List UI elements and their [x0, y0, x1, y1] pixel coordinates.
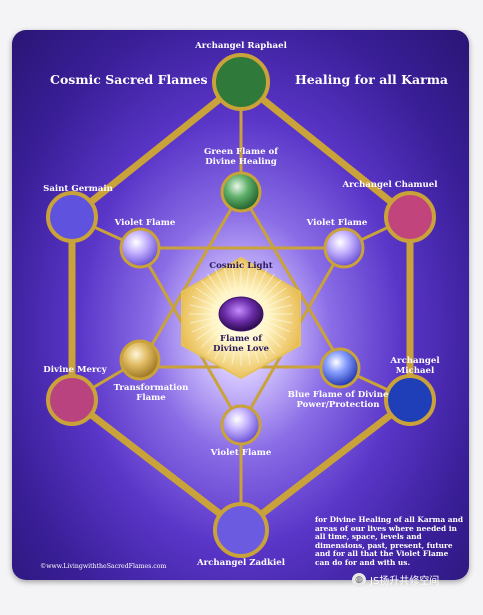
center-ray	[263, 320, 291, 333]
heart-flame-gem	[218, 296, 264, 332]
center-ray	[244, 332, 251, 366]
center-ray	[261, 323, 287, 341]
center-ray	[195, 287, 221, 305]
wechat-icon: ◍	[352, 572, 366, 587]
center-ray	[195, 323, 221, 341]
label-green-flame: Green Flame of Divine Healing	[204, 147, 278, 167]
label-archangel-michael: Archangel Michael	[390, 356, 440, 376]
label-archangel-chamuel: Archangel Chamuel	[342, 180, 438, 190]
center-ray	[244, 262, 251, 296]
center-ray	[248, 264, 260, 297]
center-ray	[222, 264, 234, 297]
label-archangel-zadkiel: Archangel Zadkiel	[196, 558, 286, 568]
label-blue-flame: Blue Flame of Divine Power/Protection	[287, 390, 389, 410]
center-ray	[259, 325, 282, 348]
circle-archangel-raphael	[212, 53, 270, 111]
center-ray	[189, 316, 218, 324]
center-ray	[191, 320, 219, 333]
center-ray	[263, 295, 291, 308]
center-ray	[207, 273, 226, 300]
circle-archangel-chamuel	[384, 191, 436, 243]
center-ray	[248, 331, 260, 364]
circle-archangel-zadkiel	[213, 502, 269, 558]
label-violet-flame-bottom: Violet Flame	[210, 448, 272, 458]
center-ray	[259, 280, 282, 303]
center-ray	[191, 295, 219, 308]
label-cosmic-light: Cosmic Light	[209, 261, 273, 271]
circle-archangel-michael	[384, 374, 436, 426]
center-rays	[189, 262, 293, 366]
circle-blue-flame	[319, 347, 361, 389]
header-right-title: Healing for all Karma	[295, 72, 449, 87]
center-ray	[214, 330, 230, 360]
center-ray	[256, 328, 275, 355]
circle-green-flame	[220, 171, 262, 213]
center-ray	[231, 262, 238, 296]
center-ray	[252, 330, 268, 360]
circle-transformation-flame	[119, 339, 161, 381]
circle-saint-germain	[46, 191, 98, 243]
label-violet-flame-right: Violet Flame	[306, 218, 368, 228]
label-transformation-flame: Transformation Flame	[113, 383, 189, 403]
center-ray	[264, 304, 293, 312]
label-divine-mercy: Divine Mercy	[43, 365, 107, 375]
header-left-title: Cosmic Sacred Flames	[50, 72, 208, 87]
center-ray	[222, 331, 234, 364]
label-saint-germain: Saint Germain	[43, 184, 113, 194]
center-ray	[261, 287, 287, 305]
label-flame-of-divine-love: Flame of Divine Love	[213, 334, 269, 354]
circle-divine-mercy	[46, 374, 98, 426]
label-archangel-raphael: Archangel Raphael	[195, 41, 287, 51]
watermark-text: JS扬升共修空间	[370, 576, 440, 587]
center-ray	[264, 316, 293, 324]
center-ray	[256, 273, 275, 300]
circle-violet-flame-right	[323, 227, 365, 269]
center-ray	[200, 325, 223, 348]
copyright-text: ©www.LivingwiththeSacredFlames.com	[40, 563, 167, 570]
circle-violet-flame-bottom	[220, 404, 262, 446]
label-violet-flame-left: Violet Flame	[114, 218, 176, 228]
center-ray	[231, 332, 238, 366]
footnote-text: for Divine Healing of all Karma and area…	[315, 515, 464, 567]
center-ray	[214, 268, 230, 298]
center-ray	[252, 268, 268, 298]
circle-violet-flame-left	[119, 227, 161, 269]
wechat-watermark: ◍ JS扬升共修空间	[352, 572, 439, 587]
center-ray	[200, 280, 223, 303]
center-ray	[189, 304, 218, 312]
center-ray	[207, 328, 226, 355]
